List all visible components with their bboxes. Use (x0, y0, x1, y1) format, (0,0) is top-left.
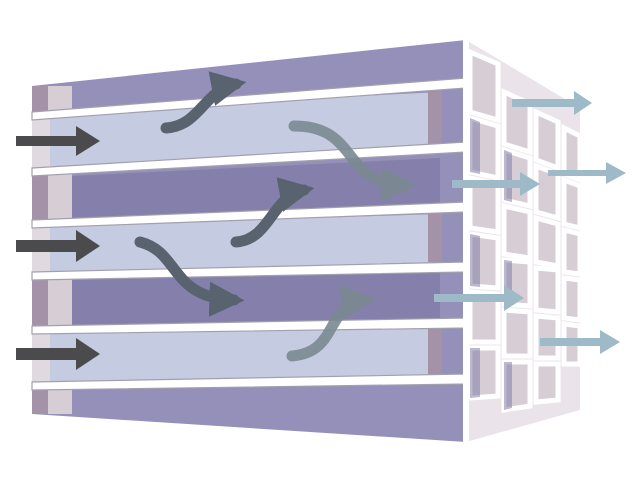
channel-right-end-2 (428, 214, 442, 262)
grid-cell (533, 361, 561, 405)
outlet-arrow-3 (548, 162, 626, 184)
grid-cell-shadow (470, 118, 480, 174)
grid-cell-shadow (470, 348, 480, 398)
channel-right-end-1 (428, 92, 442, 150)
outlet-arrow-1 (512, 91, 592, 115)
grid-cell (533, 265, 561, 315)
inlet-arrows (16, 126, 100, 370)
grid-cell (533, 108, 561, 172)
outlet-arrow-2 (452, 172, 540, 196)
outlet-arrow-4 (434, 285, 524, 311)
grid-cell (501, 202, 533, 261)
channel-end-2-dark (32, 176, 48, 220)
grid-cell (533, 313, 561, 361)
inlet-arrow-1 (16, 126, 100, 156)
grid-cell-shadow (504, 150, 512, 202)
outlet-grid-face (463, 40, 583, 442)
channel-end-4-dark (32, 280, 48, 326)
separator-plates (31, 77, 467, 391)
grid-cell-shadow (504, 362, 512, 410)
grid-cell-shadows (470, 118, 512, 410)
channel-band-1 (72, 158, 440, 220)
flow-path-5 (286, 284, 377, 362)
flow-path-4 (134, 236, 245, 317)
inlet-arrow-3 (16, 338, 100, 370)
inlet-arrow-2 (16, 230, 100, 262)
flow-path-1 (160, 71, 247, 134)
channel-right-ends (428, 92, 442, 378)
grid-cell (561, 226, 583, 277)
grid-cell (561, 123, 583, 184)
grid-cell (467, 48, 501, 124)
channel-right-end-3 (428, 328, 442, 378)
outlet-arrows (434, 91, 626, 354)
grid-cell (561, 275, 583, 323)
grid-cell-shadow (470, 234, 480, 287)
channel-3 (50, 328, 440, 382)
flow-paths (134, 71, 417, 362)
air-channels (50, 92, 440, 382)
flow-path-3 (230, 177, 315, 248)
grid-cell (501, 307, 533, 359)
grid-cell (533, 214, 561, 269)
outlet-arrow-5 (540, 330, 620, 354)
channel-left-ends (32, 112, 72, 414)
channel-end-6-dark (32, 388, 48, 414)
flow-path-2 (288, 120, 417, 203)
grid-cell (467, 289, 501, 345)
grid-cell (561, 176, 583, 232)
